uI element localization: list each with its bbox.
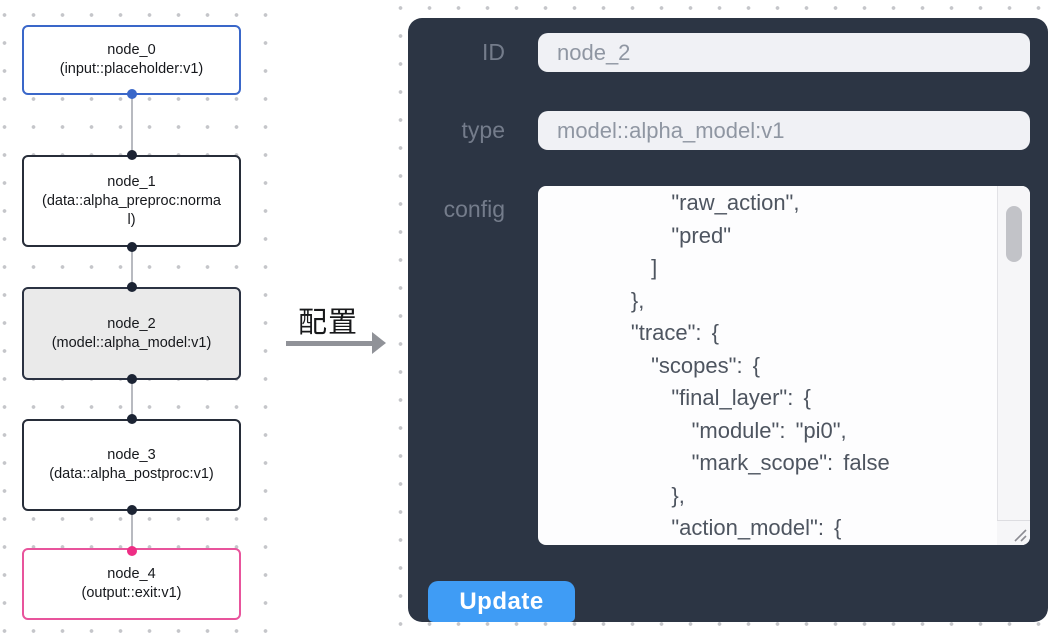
- edge-node0-node1: [131, 94, 133, 155]
- port-node2-input[interactable]: [127, 282, 137, 292]
- id-input[interactable]: [538, 33, 1030, 72]
- config-scrollbar-track[interactable]: [997, 186, 1030, 545]
- node-name: node_1: [107, 173, 156, 190]
- port-node0-output[interactable]: [127, 89, 137, 99]
- node-name: node_3: [107, 447, 156, 463]
- update-button[interactable]: Update: [428, 581, 575, 622]
- edge-node2-node3: [131, 379, 133, 419]
- flow-node-node2-selected[interactable]: node_2 (model::alpha_model:v1): [22, 287, 241, 380]
- flow-node-node0[interactable]: node_0 (input::placeholder:v1): [22, 25, 241, 95]
- node-name: node_4: [107, 566, 156, 582]
- resize-grip-icon[interactable]: [1012, 527, 1027, 542]
- edge-node3-node4: [131, 510, 133, 551]
- id-field-label: ID: [482, 39, 505, 65]
- right-arrow-icon: [286, 341, 373, 346]
- flow-canvas[interactable]: node_0 (input::placeholder:v1) node_1 (d…: [0, 0, 268, 643]
- config-textarea[interactable]: "raw_action", "pred" ] }, "trace": { "sc…: [538, 186, 1030, 545]
- port-node1-output[interactable]: [127, 242, 137, 252]
- node-type: (input::placeholder:v1): [59, 61, 204, 77]
- port-node3-input[interactable]: [127, 414, 137, 424]
- port-node2-output[interactable]: [127, 374, 137, 384]
- type-input[interactable]: [538, 111, 1030, 150]
- node-name: node_0: [107, 42, 156, 58]
- node-type: (data::alpha_preproc:normal): [42, 192, 221, 228]
- config-scrollbar-thumb[interactable]: [1006, 206, 1022, 262]
- node-config-panel: ID type config "raw_action", "pred" ] },…: [408, 18, 1048, 622]
- node-type: (model::alpha_model:v1): [51, 334, 212, 351]
- port-node3-output[interactable]: [127, 505, 137, 515]
- edge-node1-node2: [131, 247, 133, 287]
- right-arrow-icon-head: [372, 332, 386, 354]
- flow-node-node1[interactable]: node_1 (data::alpha_preproc:normal): [22, 155, 241, 247]
- node-name: node_2: [107, 315, 156, 332]
- flow-node-node3[interactable]: node_3 (data::alpha_postproc:v1): [22, 419, 241, 511]
- flow-node-node4[interactable]: node_4 (output::exit:v1): [22, 548, 241, 620]
- config-field-label: config: [443, 196, 505, 222]
- port-node1-input[interactable]: [127, 150, 137, 160]
- config-json-text[interactable]: "raw_action", "pred" ] }, "trace": { "sc…: [630, 190, 890, 540]
- port-node4-input[interactable]: [127, 546, 137, 556]
- node-type: (output::exit:v1): [81, 585, 182, 601]
- type-field-label: type: [461, 117, 505, 143]
- node-type: (data::alpha_postproc:v1): [49, 466, 214, 482]
- config-annotation-label: 配置: [298, 307, 359, 339]
